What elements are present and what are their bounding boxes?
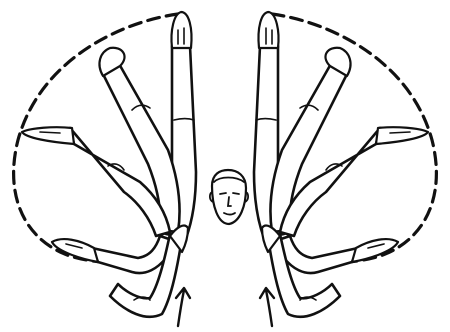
right-up-arrow-icon bbox=[260, 288, 274, 326]
right-hand-up bbox=[258, 12, 278, 48]
right-hand-horizontal bbox=[376, 127, 428, 144]
right-arm-lower bbox=[278, 236, 398, 273]
left-hand-up bbox=[171, 12, 191, 48]
left-hand-horizontal bbox=[22, 127, 74, 144]
left-eye bbox=[220, 193, 226, 194]
left-arms bbox=[14, 12, 196, 326]
right-eye bbox=[233, 193, 239, 194]
head-icon bbox=[210, 170, 248, 224]
right-arms bbox=[254, 12, 436, 326]
left-arm-lower bbox=[52, 236, 172, 273]
left-up-arrow-icon bbox=[176, 288, 190, 326]
